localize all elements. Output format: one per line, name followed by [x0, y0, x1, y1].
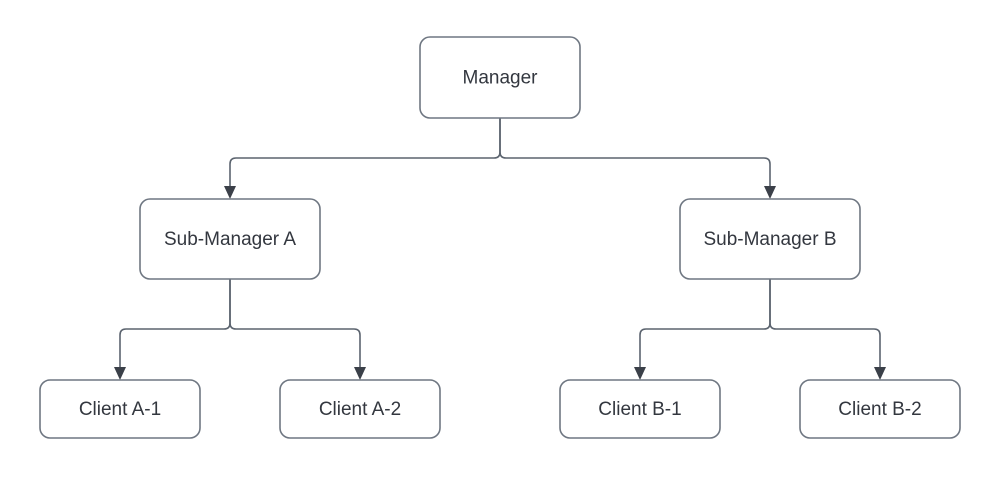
edge-sub-a-to-client-a-1	[114, 279, 231, 380]
node-manager-box[interactable]	[419, 36, 581, 119]
edge-sub-b-to-client-b-1	[634, 279, 771, 380]
node-sub-manager-a-label: Sub-Manager A	[164, 229, 296, 250]
node-client-a-1-label: Client A-1	[79, 399, 161, 420]
edge-sub-a-to-client-a-2	[229, 279, 366, 380]
node-client-b-2-box[interactable]	[799, 379, 961, 439]
edge-sub-b-to-client-b-1-arrowhead-icon	[634, 367, 646, 380]
node-client-a-2-box[interactable]	[279, 379, 441, 439]
edge-sub-a-to-client-a-1-arrowhead-icon	[114, 367, 126, 380]
node-client-a-2-label: Client A-2	[319, 399, 401, 420]
node-sub-manager-a-box[interactable]	[139, 198, 321, 280]
edge-manager-to-sub-a-arrowhead-icon	[224, 186, 236, 199]
node-manager-label: Manager	[463, 68, 539, 89]
edge-manager-to-sub-b	[499, 118, 776, 199]
node-client-a-1[interactable]: Client A-1	[39, 379, 201, 439]
edge-sub-b-to-client-b-2-line	[769, 279, 881, 367]
node-sub-manager-b-label: Sub-Manager B	[703, 229, 836, 250]
edge-sub-a-to-client-a-2-arrowhead-icon	[354, 367, 366, 380]
edge-manager-to-sub-a-line	[229, 118, 501, 186]
node-client-a-2[interactable]: Client A-2	[279, 379, 441, 439]
node-sub-manager-a[interactable]: Sub-Manager A	[139, 198, 321, 280]
node-sub-manager-b[interactable]: Sub-Manager B	[679, 198, 861, 280]
edge-manager-to-sub-b-arrowhead-icon	[764, 186, 776, 199]
node-manager[interactable]: Manager	[419, 36, 581, 119]
edge-sub-b-to-client-b-1-line	[639, 279, 771, 367]
edge-sub-a-to-client-a-1-line	[119, 279, 231, 367]
node-client-b-1-box[interactable]	[559, 379, 721, 439]
node-client-b-1[interactable]: Client B-1	[559, 379, 721, 439]
edge-manager-to-sub-b-line	[499, 118, 771, 186]
edge-sub-b-to-client-b-2	[769, 279, 886, 380]
node-sub-manager-b-box[interactable]	[679, 198, 861, 280]
connector-layer	[114, 118, 886, 380]
edge-sub-b-to-client-b-2-arrowhead-icon	[874, 367, 886, 380]
node-client-b-2[interactable]: Client B-2	[799, 379, 961, 439]
node-client-a-1-box[interactable]	[39, 379, 201, 439]
node-client-b-1-label: Client B-1	[598, 399, 681, 420]
node-client-b-2-label: Client B-2	[838, 399, 921, 420]
edge-manager-to-sub-a	[224, 118, 501, 199]
edge-sub-a-to-client-a-2-line	[229, 279, 361, 367]
